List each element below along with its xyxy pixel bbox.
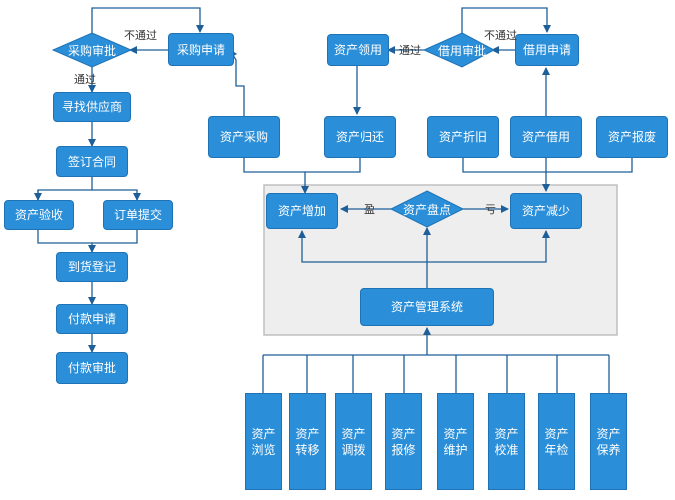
module-browse-line1: 资产 [251,426,276,441]
asset-increase-box: 资产增加 [266,193,338,229]
asset-borrow-box: 资产借用 [510,116,582,158]
module-annual-check-line2: 年检 [544,442,569,457]
edge-system-to-decrease [427,230,550,263]
borrow-approval-label: 借用审批 [437,43,486,58]
borrow-approval-diamond [422,32,496,68]
arrival-register-box: 到货登记 [56,252,128,282]
edge-reject-loop-left [91,7,204,33]
edge-label-reject-left: 不通过 [124,29,157,42]
edge-merge-to-arrival [37,230,96,253]
order-submit-box: 订单提交 [103,200,173,230]
edge-label-pass-mid: 通过 [399,44,421,57]
module-calibrate-line1: 资产 [494,426,519,441]
payment-approval-box: 付款审批 [56,352,128,384]
module-annual-check-line1: 资产 [544,426,569,441]
module-repair-line2: 报修 [391,442,416,457]
asset-inventory-diamond [389,190,465,228]
module-repair-line1: 资产 [391,426,416,441]
purchase-approval-label: 采购审批 [67,43,116,58]
edge-to-decrease [462,158,550,192]
asset-depreciation-box: 资产折旧 [427,116,499,158]
edge-label-surplus: 盈 [364,203,375,216]
asset-return-box: 资产归还 [324,116,396,158]
find-supplier-box: 寻找供应商 [53,92,131,122]
asset-scrap-box: 资产报废 [596,116,668,158]
module-transfer: 资产 转移 [289,393,326,490]
module-repair: 资产 报修 [385,393,422,490]
module-upkeep-line2: 保养 [596,442,621,457]
edge-asset-purchase-to-request [229,49,245,116]
borrow-request-box: 借用申请 [515,34,579,66]
module-allocate: 资产 调拨 [335,393,372,490]
edge-label-pass-left: 通过 [74,73,96,86]
module-maintain-line1: 资产 [443,426,468,441]
asset-decrease-box: 资产减少 [510,193,582,229]
payment-request-box: 付款申请 [56,304,128,334]
module-calibrate-line2: 校准 [494,442,519,457]
module-browse: 资产 浏览 [245,393,282,490]
module-transfer-line2: 转移 [295,442,320,457]
module-browse-line2: 浏览 [251,442,276,457]
edge-purchase-to-increase [243,158,309,194]
asset-borrow-use-box: 资产领用 [327,34,389,66]
module-maintain: 资产 维护 [437,393,474,490]
module-annual-check: 资产 年检 [538,393,575,490]
sign-contract-box: 签订合同 [56,146,128,177]
edge-contract-split [37,177,93,200]
asset-system-box: 资产管理系统 [360,288,494,326]
module-allocate-line2: 调拨 [341,442,366,457]
purchase-request-box: 采购申请 [168,33,234,66]
module-upkeep: 资产 保养 [590,393,627,490]
asset-purchase-box: 资产采购 [208,116,280,158]
edge-label-deficit: 亏 [485,203,496,216]
module-upkeep-line1: 资产 [596,426,621,441]
asset-acceptance-box: 资产验收 [4,200,74,230]
module-allocate-line1: 资产 [341,426,366,441]
module-calibrate: 资产 校准 [488,393,525,490]
edge-system-to-increase [298,230,427,263]
module-maintain-line2: 维护 [443,442,468,457]
purchase-approval-diamond [51,32,133,68]
edge-label-reject-right: 不通过 [484,29,517,42]
asset-inventory-label: 资产盘点 [402,202,451,217]
module-transfer-line1: 资产 [295,426,320,441]
edge-reject-loop-right [461,7,551,33]
